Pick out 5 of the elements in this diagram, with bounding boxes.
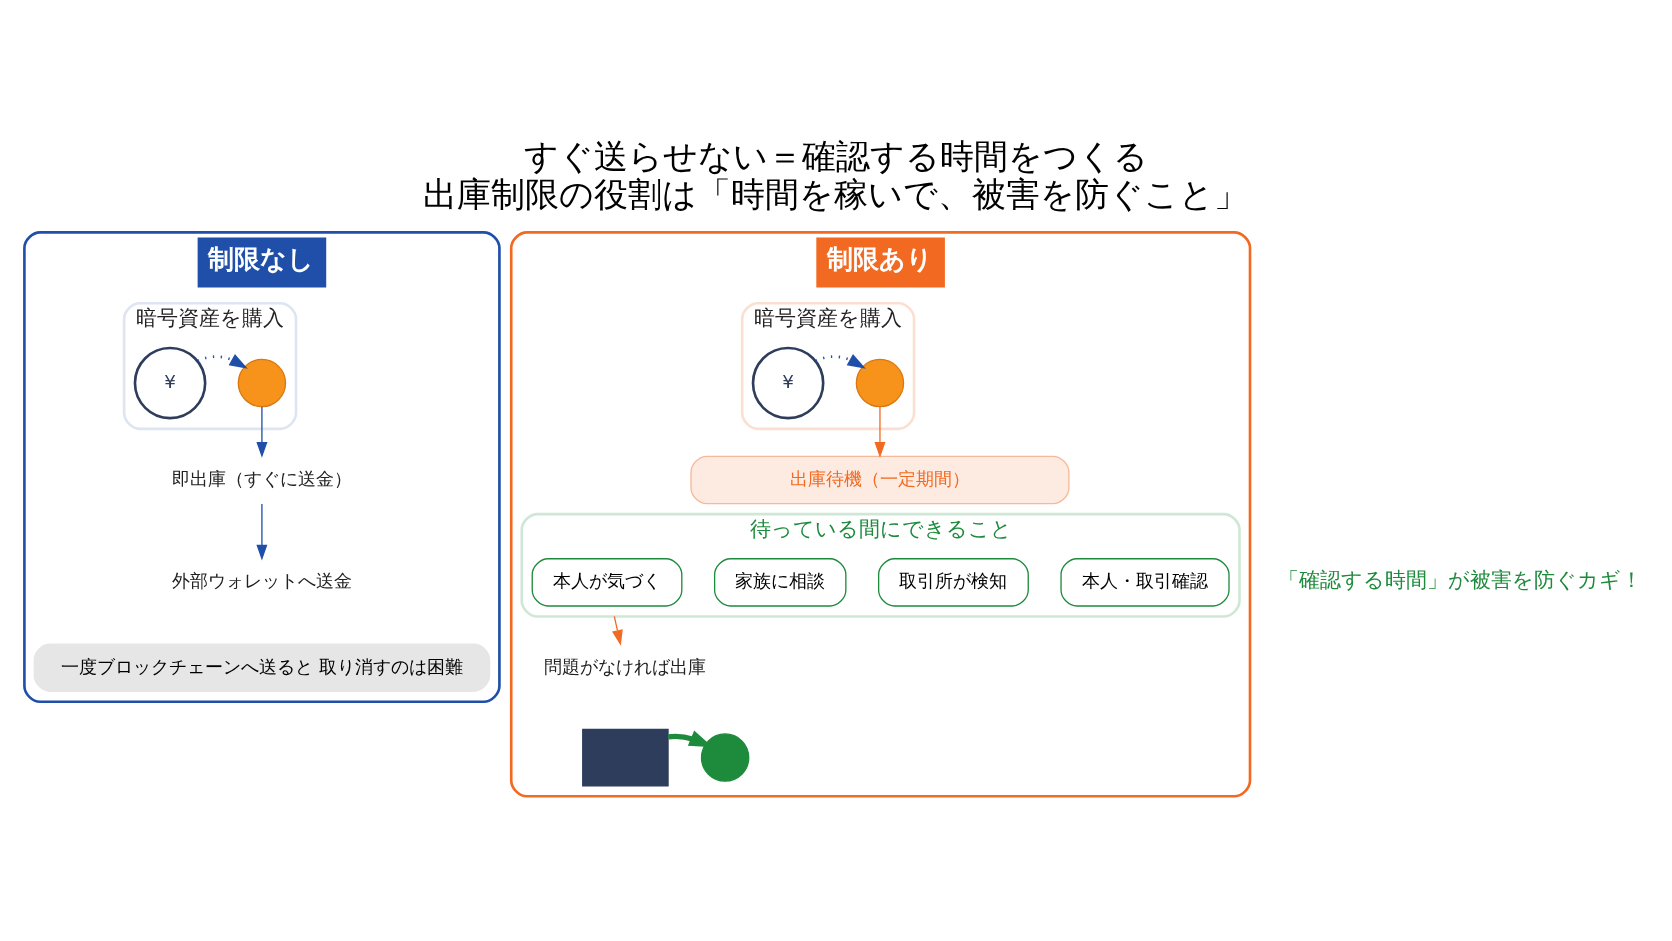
label: 「確認する時間」が被害を防ぐカギ！ xyxy=(1277,567,1642,592)
diagram-title: すぐ送らせない＝確認する時間をつくる xyxy=(524,135,1148,176)
node-text: 問題がなければ出庫 xyxy=(544,655,707,677)
node-text: 即出庫（すぐに送金） xyxy=(171,467,352,489)
node-text: 外部ウォレットへ送金 xyxy=(171,569,352,591)
